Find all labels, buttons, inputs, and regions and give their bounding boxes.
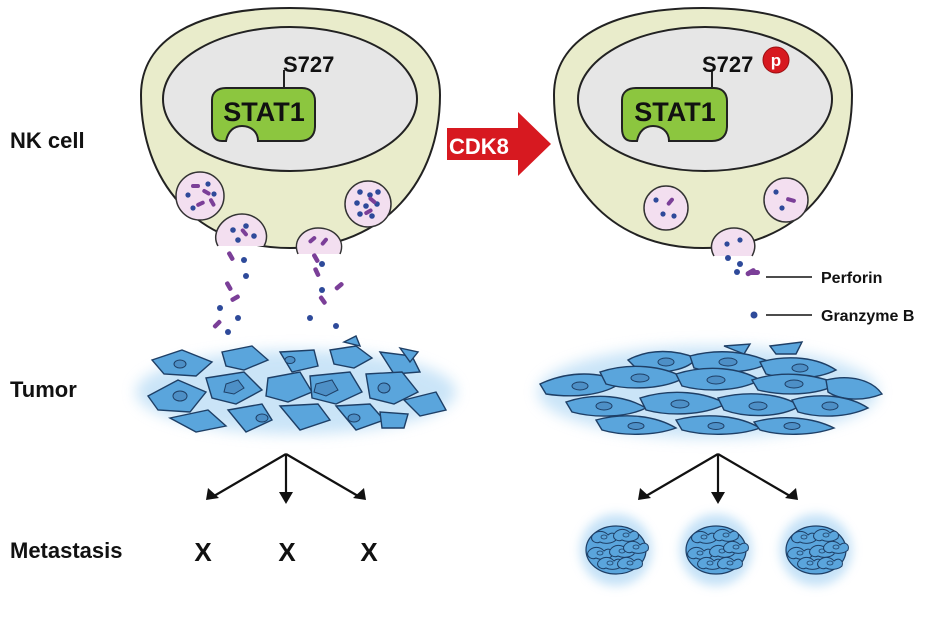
phospho-badge: p <box>762 46 790 74</box>
row-label-metastasis: Metastasis <box>10 538 123 563</box>
legend-granzyme-label: Granzyme B <box>821 308 914 325</box>
nk-cell-left: STAT1 S727 <box>139 6 442 335</box>
granule-right-2 <box>763 177 809 223</box>
stat1-label-left: STAT1 <box>223 97 305 127</box>
metastasis-cluster-2 <box>680 514 752 586</box>
legend: Perforin Granzyme B <box>748 270 914 325</box>
s727-label-left: S727 <box>283 52 334 77</box>
stat1-label-right: STAT1 <box>634 97 716 127</box>
released-molecules-left <box>212 251 344 335</box>
metastasis-blocked-1: X <box>194 537 212 567</box>
phospho-badge-label: p <box>771 51 781 70</box>
tumor-right <box>538 341 884 438</box>
cdk8-label: CDK8 <box>449 134 509 159</box>
granule-left-2 <box>344 180 392 228</box>
tumor-left <box>136 335 456 434</box>
branch-arrows-right <box>638 453 798 504</box>
stat1-protein-left: STAT1 <box>211 87 316 142</box>
row-label-nk-cell: NK cell <box>10 128 85 153</box>
metastasis-cluster-1 <box>580 514 652 586</box>
legend-perforin-label: Perforin <box>821 270 882 287</box>
vesicle-left-1 <box>215 213 268 247</box>
legend-granzyme: Granzyme B <box>750 308 914 325</box>
cdk8-arrow: CDK8 <box>447 112 551 176</box>
metastasis-cluster-3 <box>780 514 852 586</box>
branch-arrows-left <box>206 453 366 504</box>
metastasis-blocked-2: X <box>278 537 296 567</box>
metastasis-blocked-3: X <box>360 537 378 567</box>
vesicle-right <box>710 227 756 257</box>
row-label-tumor: Tumor <box>10 377 77 402</box>
legend-perforin: Perforin <box>748 270 882 287</box>
vesicle-left-2 <box>295 227 343 255</box>
stat1-protein-right: STAT1 <box>621 87 728 142</box>
granule-right-1 <box>643 185 689 231</box>
granule-left-1 <box>175 171 225 221</box>
nk-cell-right: STAT1 S727 p <box>552 6 854 277</box>
s727-label-right: S727 <box>702 52 753 77</box>
